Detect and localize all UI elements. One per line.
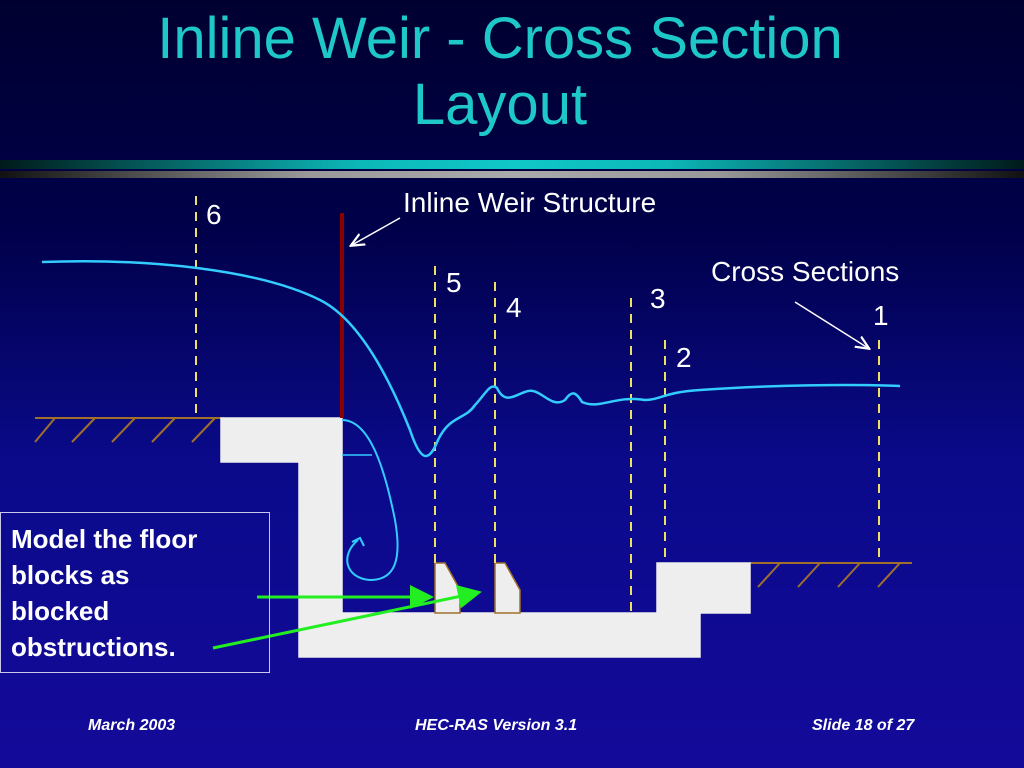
section-number-6: 6 <box>206 199 222 230</box>
floor-block-1 <box>434 562 461 614</box>
weir-leader-arrow <box>352 217 401 245</box>
title-line-1: Inline Weir - Cross Section <box>157 6 843 71</box>
title-divider-teal <box>0 160 1024 169</box>
footer-product: HEC-RAS Version 3.1 <box>415 717 578 734</box>
note-line: obstructions. <box>11 632 176 662</box>
slide-title: Inline Weir - Cross Section Layout <box>0 6 1000 138</box>
water-surface <box>41 260 901 458</box>
note-line: Model the floor <box>11 524 198 554</box>
roller-arrow-icon <box>351 536 365 547</box>
floor-block-note: Model the floor blocks as blocked obstru… <box>0 512 270 673</box>
note-line: blocks as <box>11 560 130 590</box>
section-number-3: 3 <box>650 283 666 314</box>
cross-sections-label: Cross Sections <box>711 256 900 287</box>
footer-date: March 2003 <box>88 717 176 734</box>
section-number-4: 4 <box>506 292 522 323</box>
title-divider-gray <box>0 171 1024 178</box>
section-number-5: 5 <box>446 267 462 298</box>
ground-left <box>34 417 221 443</box>
concrete-channel <box>220 417 751 658</box>
floor-block-2 <box>494 562 521 614</box>
footer-slide-number: Slide 18 of 27 <box>812 717 915 734</box>
note-line: blocked <box>11 596 110 626</box>
title-line-2: Layout <box>412 72 588 137</box>
section-number-1: 1 <box>873 300 889 331</box>
section-number-2: 2 <box>676 342 692 373</box>
ground-right <box>750 562 912 588</box>
cross-sections-leader-arrow <box>794 301 868 348</box>
hydraulic-jump-roller <box>341 419 399 582</box>
inline-weir-structure-label: Inline Weir Structure <box>403 187 657 218</box>
green-arrow-2 <box>212 584 482 650</box>
